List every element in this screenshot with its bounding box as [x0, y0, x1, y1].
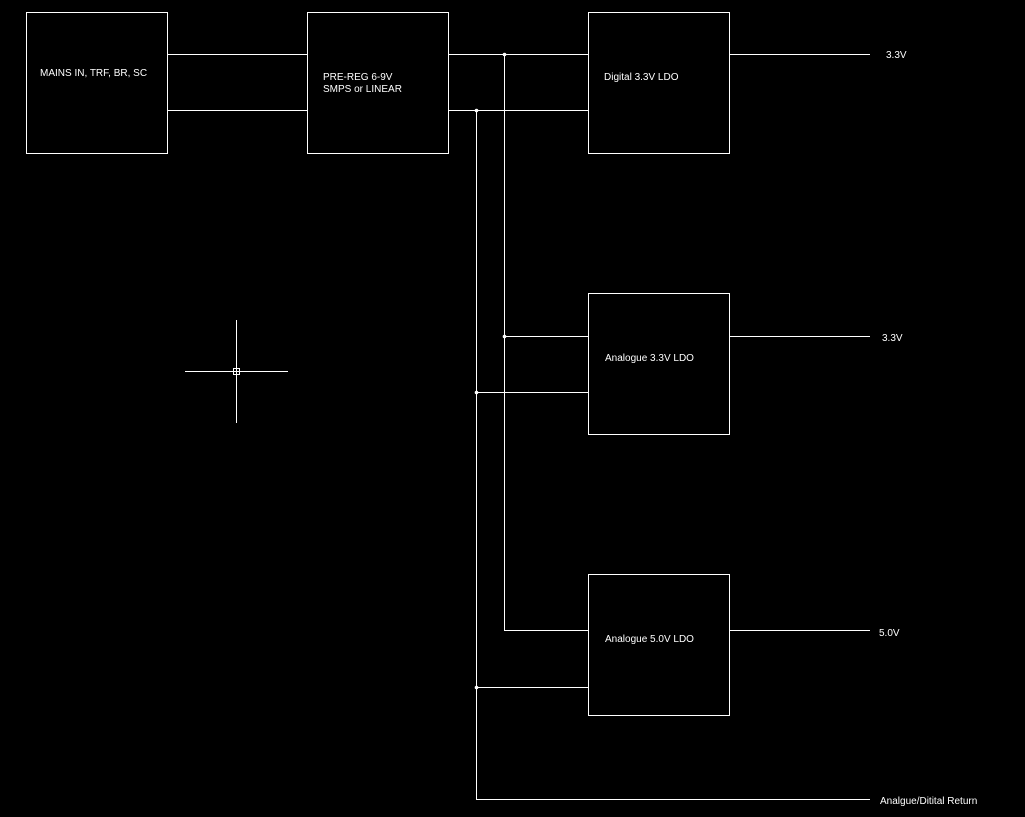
junction-dot [502, 52, 507, 57]
junction-dot [474, 390, 479, 395]
analogue50-ldo-label: Analogue 5.0V LDO [605, 634, 694, 645]
prereg-block[interactable] [307, 12, 449, 154]
analogue33-ldo-block[interactable] [588, 293, 730, 435]
analogue33-ldo-label: Analogue 3.3V LDO [605, 353, 694, 364]
digital-output-label: 3.3V [886, 50, 907, 61]
junction-dot [474, 108, 479, 113]
digital-ldo-block[interactable] [588, 12, 730, 154]
crosshair-cursor-icon [185, 320, 288, 423]
analogue33-output-label: 3.3V [882, 333, 903, 344]
prereg-block-label-line1: PRE-REG 6-9V [323, 72, 393, 83]
analogue50-ldo-block[interactable] [588, 574, 730, 716]
digital-ldo-label: Digital 3.3V LDO [604, 72, 679, 83]
junction-dot [502, 334, 507, 339]
junction-dot [474, 685, 479, 690]
mains-block-label: MAINS IN, TRF, BR, SC [40, 68, 147, 79]
analogue50-output-label: 5.0V [879, 628, 900, 639]
return-output-label: Analgue/Ditital Return [880, 796, 977, 807]
prereg-block-label-line2: SMPS or LINEAR [323, 84, 402, 95]
mains-block[interactable] [26, 12, 168, 154]
